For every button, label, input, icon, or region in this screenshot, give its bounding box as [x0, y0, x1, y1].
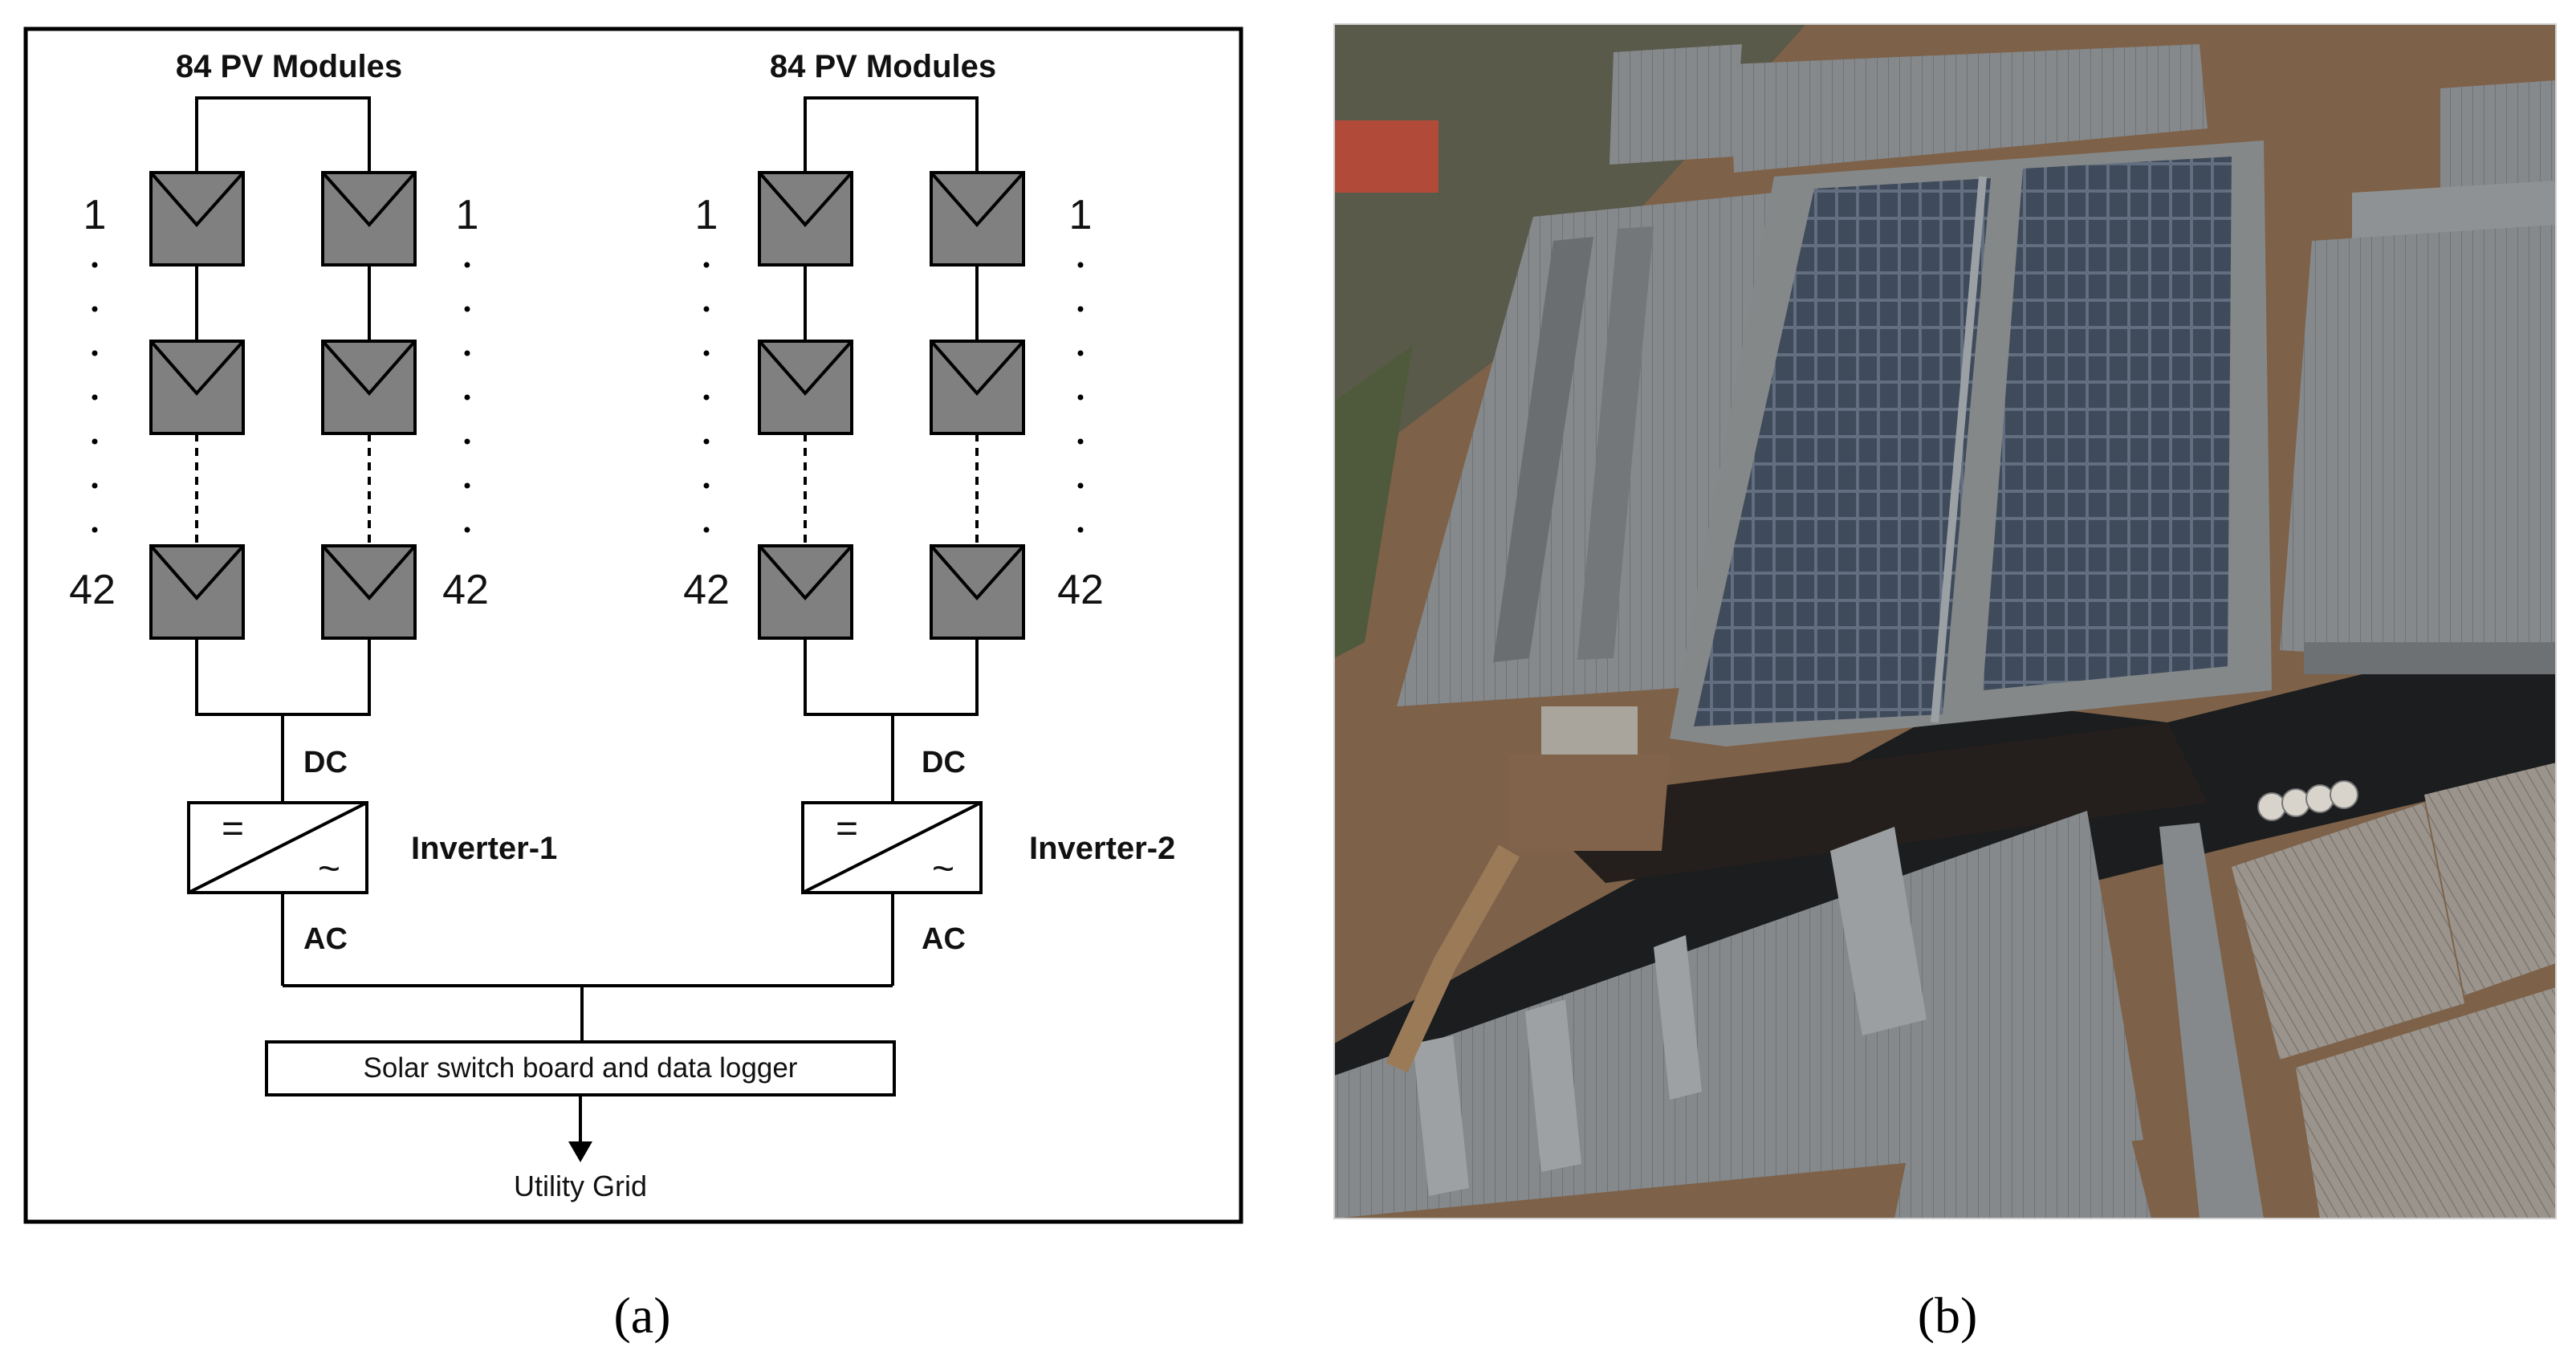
pv-module	[930, 340, 1025, 435]
pv-module	[758, 171, 853, 266]
pv-module	[758, 340, 853, 435]
pv-module	[149, 544, 245, 640]
inverter-2: = ~	[801, 801, 983, 894]
inverter-1-ac-symbol: ~	[318, 848, 340, 890]
pv-module	[930, 544, 1025, 640]
string-1-right-index-top: 1	[456, 192, 479, 238]
string-2-right-index-bottom: 42	[1057, 567, 1104, 613]
string-1-left-index-bottom: 42	[69, 567, 116, 613]
grid-arrow-icon	[568, 1141, 592, 1162]
string-2-top-connector	[804, 96, 979, 173]
string-1-left-index-top: 1	[83, 192, 107, 238]
switchboard-box	[265, 1040, 896, 1096]
string-2-ac-label: AC	[922, 922, 966, 956]
pv-module	[930, 171, 1025, 266]
pv-string-group-1: 84 PV Modules 1 1 42 42 DC	[69, 49, 557, 986]
string-1-dc-label: DC	[303, 746, 348, 779]
string-1-right-index-bottom: 42	[442, 567, 489, 613]
solar-array-right	[1983, 157, 2232, 690]
pv-module	[321, 340, 417, 435]
string-2-title: 84 PV Modules	[770, 49, 996, 84]
string-2-dc-label: DC	[922, 746, 966, 779]
string-2-right-dots	[1077, 262, 1084, 533]
caption-a: (a)	[613, 1287, 670, 1344]
inverter-1-label: Inverter-1	[411, 831, 557, 866]
caption-b: (b)	[1918, 1287, 1978, 1344]
string-2-right-index-top: 1	[1069, 192, 1093, 238]
inverter-2-label: Inverter-2	[1029, 831, 1175, 866]
string-1-right-dots	[464, 262, 470, 533]
grid-label: Utility Grid	[514, 1170, 647, 1202]
pv-string-group-2: 84 PV Modules 1 1 42 42 DC = ~ Inverter-…	[683, 49, 1175, 986]
aerial-photo	[1334, 24, 2556, 1219]
inverter-1-dc-symbol: =	[222, 808, 244, 850]
pv-module	[149, 340, 245, 435]
string-2-left-dots	[703, 262, 710, 533]
pv-module	[321, 171, 417, 266]
switchboard-label: Solar switch board and data logger	[364, 1052, 798, 1084]
string-1-left-dots	[92, 262, 98, 533]
pv-module	[149, 171, 245, 266]
inverter-2-ac-symbol: ~	[932, 848, 954, 890]
string-2-left-index-bottom: 42	[683, 567, 730, 613]
photo-frame	[1333, 23, 2557, 1219]
string-2-left-index-top: 1	[695, 192, 718, 238]
string-1-top-connector	[195, 96, 371, 173]
string-1-ac-label: AC	[303, 922, 348, 956]
inverter-2-dc-symbol: =	[836, 808, 858, 850]
inverter-1: = ~	[187, 801, 368, 894]
solar-array-left	[1694, 178, 1991, 726]
pv-module	[758, 544, 853, 640]
pv-module	[321, 544, 417, 640]
string-1-title: 84 PV Modules	[176, 49, 402, 84]
